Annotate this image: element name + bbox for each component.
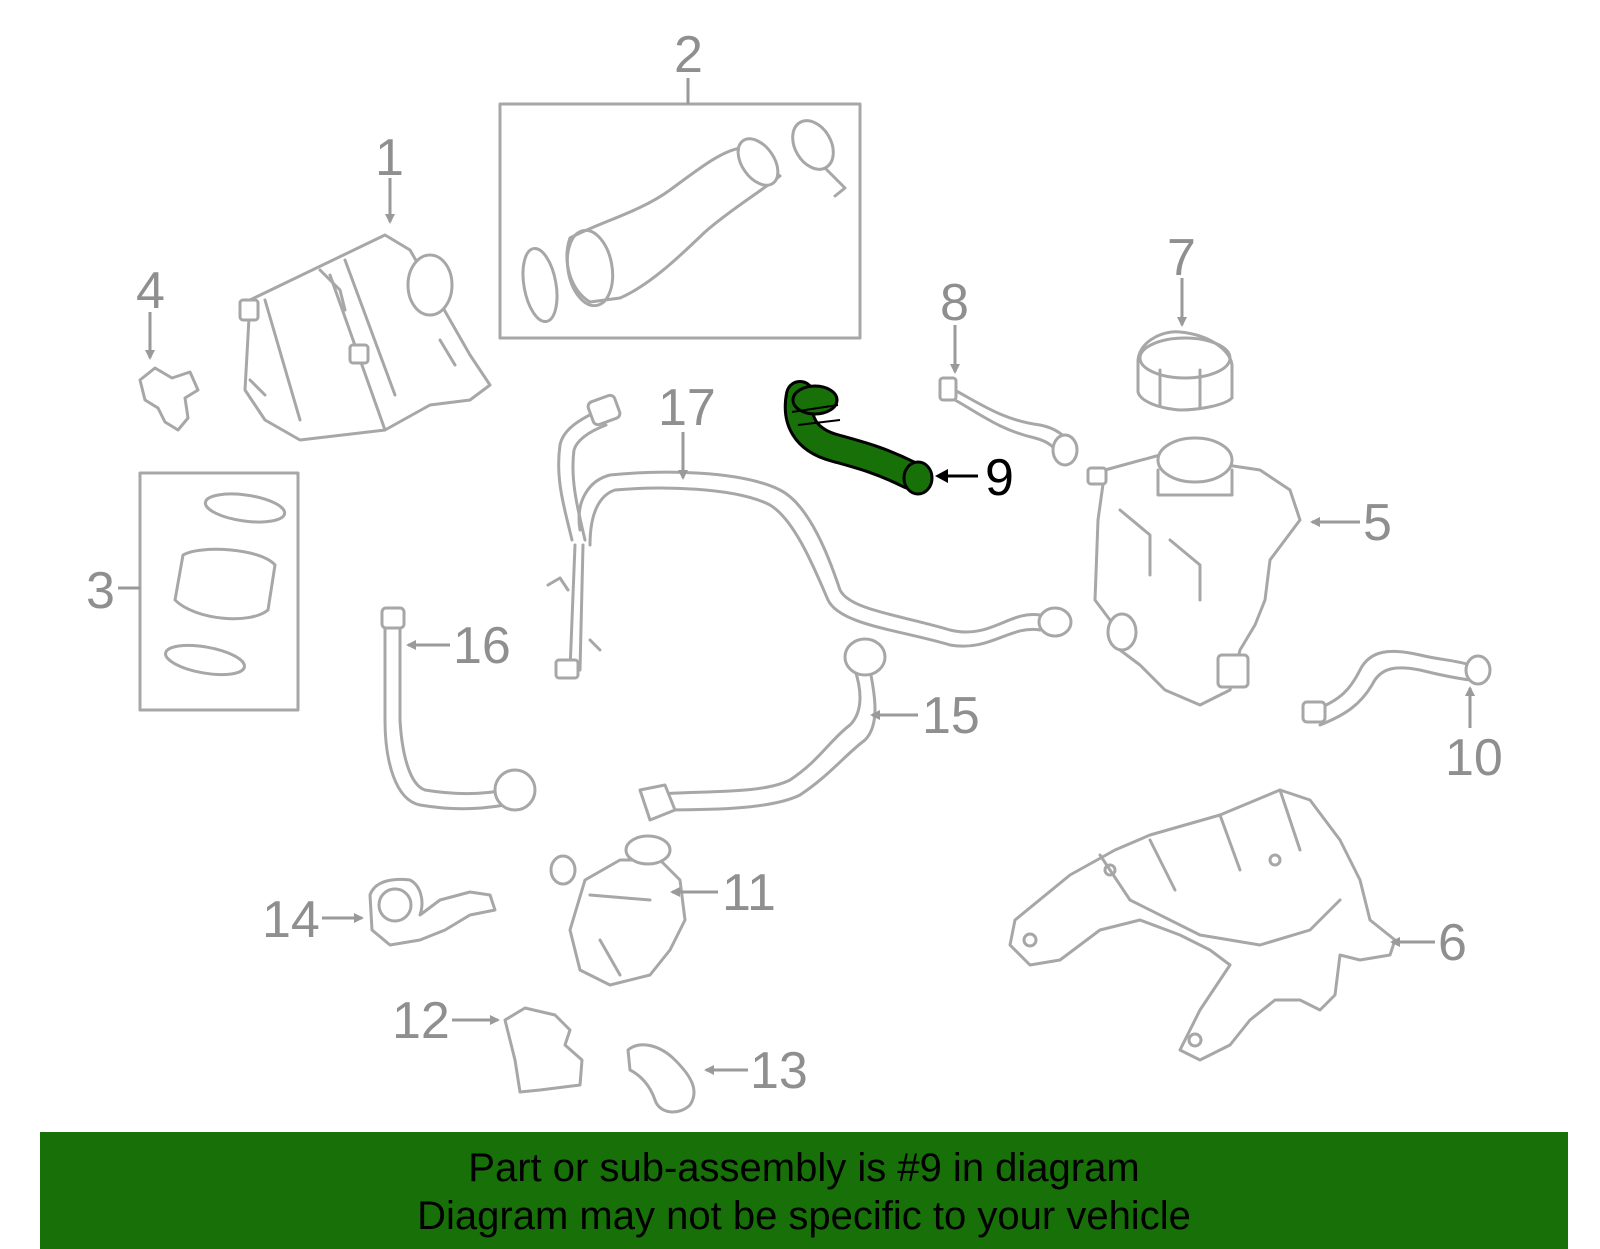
callout-labels: 1 2 3 4 5 6 7 8 9 10 11 12 13 14 15 16 1… bbox=[86, 26, 1503, 1100]
part-6-support-bracket[interactable] bbox=[1008, 788, 1397, 1062]
callout-8: 8 bbox=[940, 274, 969, 332]
callout-12: 12 bbox=[392, 992, 450, 1050]
part-15-hose[interactable] bbox=[638, 637, 887, 822]
callout-6: 6 bbox=[1438, 914, 1467, 972]
part-14-connector[interactable] bbox=[368, 877, 497, 947]
part-7-cap[interactable] bbox=[1136, 330, 1234, 412]
part-3-sleeve-kit[interactable] bbox=[138, 471, 300, 712]
part-8-hose[interactable] bbox=[938, 376, 1079, 467]
part-1-intercooler[interactable] bbox=[238, 233, 492, 442]
part-4-bracket[interactable] bbox=[138, 366, 200, 432]
callout-16: 16 bbox=[453, 617, 511, 675]
callout-7: 7 bbox=[1167, 229, 1196, 287]
callout-3: 3 bbox=[86, 562, 115, 620]
part-10-hose[interactable] bbox=[1301, 649, 1492, 727]
footer-line-1: Part or sub-assembly is #9 in diagram bbox=[468, 1146, 1140, 1190]
callout-9: 9 bbox=[985, 449, 1014, 507]
callout-14: 14 bbox=[262, 891, 320, 949]
part-13-small-hose[interactable] bbox=[626, 1043, 696, 1114]
callout-5: 5 bbox=[1363, 494, 1392, 552]
part-5-expansion-tank[interactable] bbox=[1086, 436, 1302, 707]
part-12-bracket[interactable] bbox=[503, 1006, 584, 1094]
footer-banner: Part or sub-assembly is #9 in diagram Di… bbox=[40, 1132, 1568, 1249]
callout-10: 10 bbox=[1445, 729, 1503, 787]
part-2-charge-pipe-kit[interactable] bbox=[498, 102, 862, 340]
callout-17: 17 bbox=[658, 379, 716, 437]
callout-1: 1 bbox=[375, 129, 404, 187]
part-11-water-pump[interactable] bbox=[549, 834, 687, 987]
part-16-pipe[interactable] bbox=[380, 606, 537, 812]
callout-13: 13 bbox=[750, 1042, 808, 1100]
footer-line-2: Diagram may not be specific to your vehi… bbox=[417, 1194, 1191, 1238]
callout-11: 11 bbox=[722, 864, 776, 922]
callout-15: 15 bbox=[922, 687, 980, 745]
part-17-coolant-line[interactable] bbox=[546, 393, 1073, 680]
callout-2: 2 bbox=[674, 26, 703, 84]
leader-lines bbox=[118, 78, 1475, 1075]
callout-4: 4 bbox=[136, 262, 165, 320]
part-9-hose-highlighted[interactable] bbox=[783, 380, 934, 496]
